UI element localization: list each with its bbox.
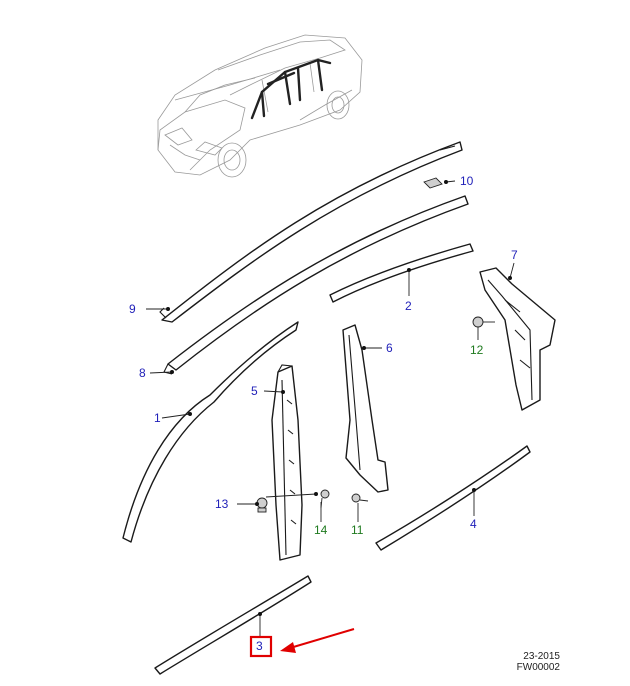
leader-lines (146, 180, 515, 636)
red-pointer-arrow (280, 628, 355, 653)
callout-13: 13 (215, 497, 229, 511)
footer-date-code: 23-2015 (523, 651, 560, 662)
part-9-roof-moulding (161, 141, 463, 323)
callout-9: 9 (129, 302, 136, 316)
callout-5: 5 (251, 384, 258, 398)
callout-2: 2 (405, 299, 412, 313)
part-14-screw (320, 489, 330, 509)
part-10-clip (423, 177, 443, 189)
part-5-b-pillar-applique (271, 365, 303, 561)
part-4-rear-belt-moulding (375, 445, 531, 551)
callout-10: 10 (460, 174, 474, 188)
callout-4: 4 (470, 517, 477, 531)
part-8-door-frame-moulding (167, 195, 469, 371)
part-1-front-door-moulding (122, 321, 299, 543)
part-2-rear-door-moulding (329, 243, 474, 303)
callout-14: 14 (314, 523, 328, 537)
callout-8: 8 (139, 366, 146, 380)
part-12-screw (472, 316, 495, 328)
callout-6: 6 (386, 341, 393, 355)
part-7-quarter-window-trim (479, 267, 556, 411)
part-6-c-pillar-applique (342, 324, 389, 493)
callout-11: 11 (351, 523, 364, 537)
callout-3: 3 (256, 639, 263, 653)
callout-12: 12 (470, 343, 484, 357)
vehicle-overview-illustration (157, 34, 363, 178)
callout-7: 7 (511, 248, 518, 262)
callout-3-highlight-box (249, 635, 273, 658)
part-11-screw (351, 493, 369, 503)
part-3-front-belt-moulding (154, 575, 312, 675)
footer-figure-id: FW00002 (516, 662, 560, 673)
callout-1: 1 (154, 411, 161, 425)
part-13-clip (256, 497, 268, 513)
